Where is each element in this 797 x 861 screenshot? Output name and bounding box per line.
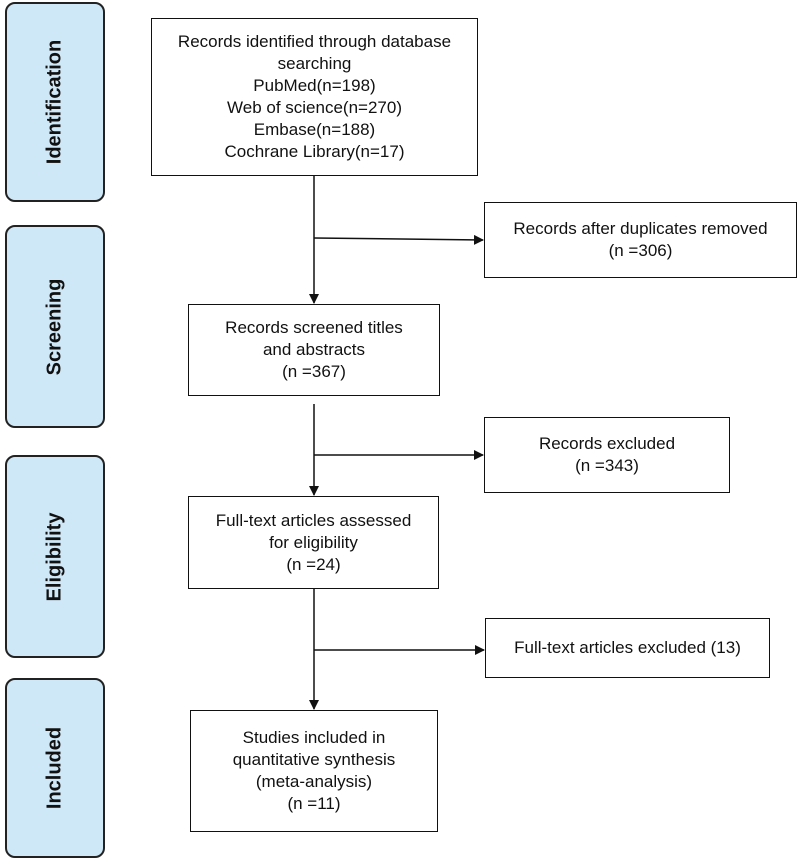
box-line: Records screened titles (225, 318, 403, 337)
fulltext-excluded-box: Full-text articles excluded (13) (485, 618, 770, 678)
box-line: Full-text articles excluded (13) (514, 638, 741, 657)
box-line: Full-text articles assessed (215, 510, 412, 530)
stage-included: Included (5, 678, 105, 858)
records-screened-box: Records screened titles and abstracts (n… (188, 304, 440, 396)
box-line: Cochrane Library(n=17) (224, 142, 405, 161)
box-line: Embase(n=188) (253, 120, 376, 139)
stage-eligibility: Eligibility (5, 455, 105, 658)
box-line: Web of science(n=270) (227, 98, 402, 117)
studies-included-box: Studies included in quantitative synthes… (190, 710, 438, 832)
box-line: (n =306) (608, 241, 673, 260)
box-line: (n =24) (286, 554, 341, 574)
arrow-to-duplicates (313, 234, 484, 245)
box-line: Records excluded (538, 434, 676, 453)
fulltext-assessed-box: Full-text articles assessed for eligibil… (188, 496, 439, 589)
box-line: Studies included in (242, 728, 386, 747)
stage-identification: Identification (5, 2, 105, 202)
box-line: (n =367) (282, 362, 346, 381)
box-line: Records identified through database (177, 32, 452, 51)
records-excluded-box: Records excluded (n =343) (484, 417, 730, 493)
records-identified-box: Records identified through database sear… (151, 18, 478, 176)
box-line: (n =343) (575, 456, 639, 475)
box-line: (n =11) (287, 794, 341, 813)
box-line: Records after duplicates removed (513, 219, 768, 238)
box-line: for eligibility (269, 532, 358, 552)
box-line: and abstracts (262, 340, 366, 359)
box-line: (meta-analysis) (255, 772, 373, 791)
duplicates-removed-box: Records after duplicates removed (n =306… (484, 202, 797, 278)
stage-screening: Screening (5, 225, 105, 428)
box-line: PubMed(n=198) (253, 76, 376, 95)
box-line: quantitative synthesis (232, 750, 396, 769)
box-line: searching (277, 54, 352, 73)
